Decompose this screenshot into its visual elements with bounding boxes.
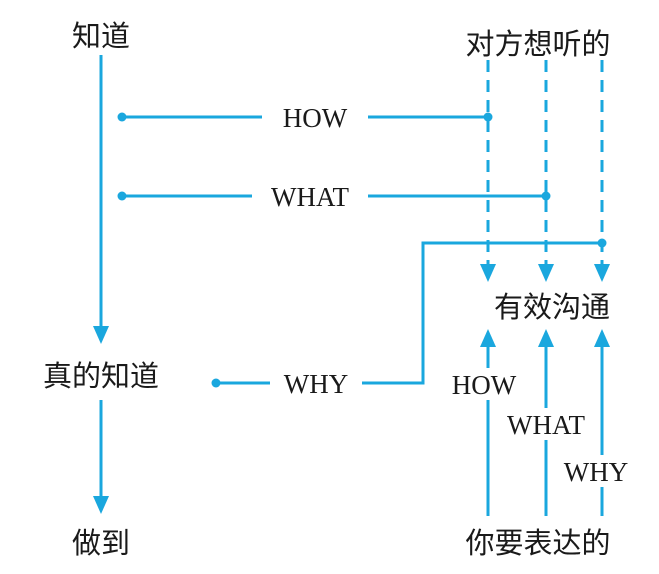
arrowhead-to-do bbox=[93, 496, 109, 514]
label-why-middle: WHY bbox=[284, 369, 348, 399]
label-effective-communication: 有效沟通 bbox=[494, 290, 610, 324]
arrowhead-up-how bbox=[480, 329, 496, 347]
label-do-it: 做到 bbox=[72, 526, 130, 560]
label-how-bottom: HOW bbox=[452, 370, 517, 400]
label-what-they-want: 对方想听的 bbox=[465, 27, 610, 61]
arrowhead-up-what bbox=[538, 329, 554, 347]
what-top-end-dot bbox=[541, 191, 551, 201]
label-what-top: WHAT bbox=[271, 182, 349, 212]
arrowhead-dashed-how bbox=[480, 264, 496, 282]
label-why-bottom: WHY bbox=[564, 457, 628, 487]
label-know: 知道 bbox=[72, 19, 130, 53]
what-bottom-bg bbox=[496, 408, 596, 440]
label-what-bottom: WHAT bbox=[507, 410, 585, 440]
label-what-you-express: 你要表达的 bbox=[465, 526, 610, 560]
arrowhead-dashed-why bbox=[594, 264, 610, 282]
why-bottom-bg bbox=[557, 455, 635, 487]
how-top-end-dot bbox=[483, 112, 493, 122]
why-elbow-line bbox=[362, 241, 602, 385]
arrowhead-up-why bbox=[594, 329, 610, 347]
arrowhead-dashed-what bbox=[538, 264, 554, 282]
how-bottom-bg bbox=[444, 368, 524, 400]
label-truly-know: 真的知道 bbox=[43, 359, 159, 393]
label-how-top: HOW bbox=[283, 103, 348, 133]
arrowhead-to-truly-know bbox=[93, 326, 109, 344]
